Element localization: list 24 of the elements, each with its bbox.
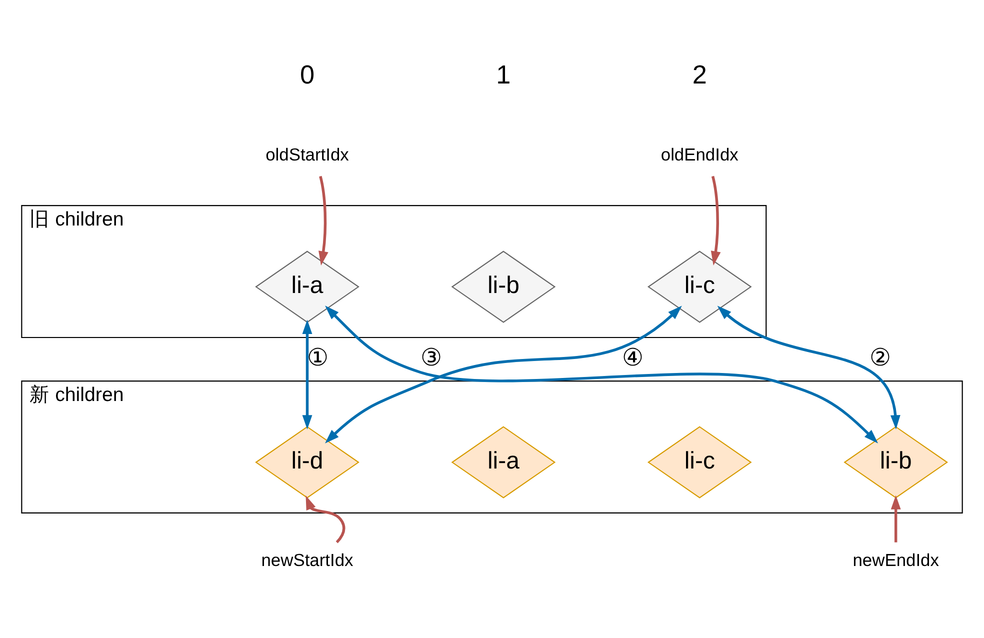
edge-label: ① (307, 344, 330, 371)
node-text: oldEndIdx (660, 144, 738, 164)
edge-label: ③ (420, 344, 443, 371)
node-text: oldStartIdx (266, 144, 349, 164)
node-diamond: li-a (451, 426, 556, 498)
arrow (318, 175, 328, 265)
node-text: newStartIdx (261, 550, 354, 570)
arrow (890, 494, 901, 542)
arrow (302, 319, 312, 429)
edge-label: ② (870, 344, 892, 371)
node-diamond: li-c (647, 426, 752, 498)
arrow (325, 305, 682, 443)
node-diamond: li-d (255, 426, 360, 498)
node-diamond: li-b (451, 250, 556, 322)
label: 2 (692, 59, 707, 90)
label: 0 (300, 59, 315, 90)
arrow (306, 495, 346, 543)
label: 1 (496, 59, 511, 90)
node-diamond: li-b (844, 426, 948, 498)
edge-label: ④ (622, 344, 644, 371)
node-text: newEndIdx (852, 550, 939, 570)
arrow (717, 305, 900, 429)
arrow (710, 175, 721, 265)
arrow (325, 305, 878, 443)
